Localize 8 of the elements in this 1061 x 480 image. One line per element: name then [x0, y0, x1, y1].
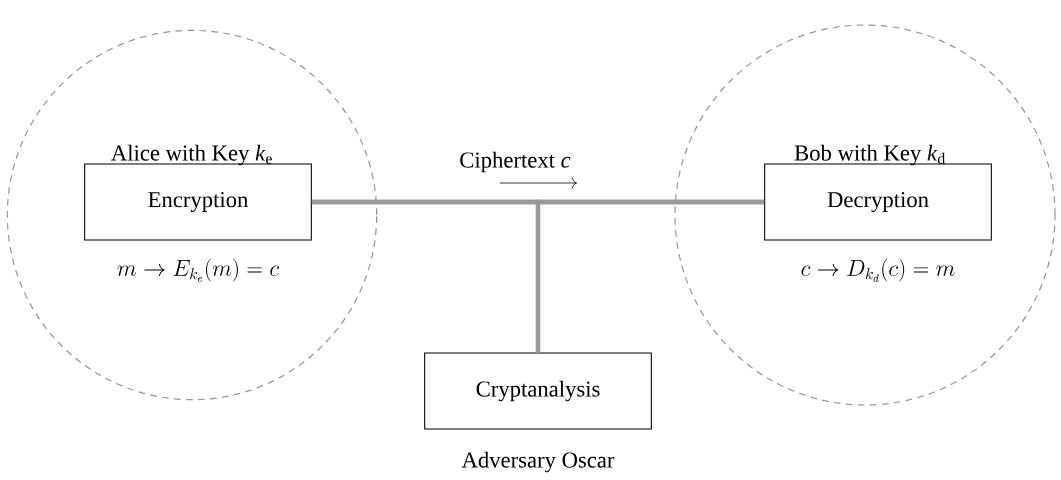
node-label: Alice with Key k$_{e}$	[111, 144, 272, 166]
edge-label: Ciphertext c	[460, 151, 571, 173]
formula: $m \to E_{k_e}(m) = c$	[117, 258, 279, 282]
formula: $c \to D_{k_d}(c) = m$	[801, 258, 955, 282]
node-label: Adversary Oscar	[461, 451, 615, 473]
node-label: Bob with Key k$_{d}$	[794, 144, 946, 166]
connector-line	[535, 199, 765, 353]
process-box: Cryptanalysis	[424, 352, 652, 430]
